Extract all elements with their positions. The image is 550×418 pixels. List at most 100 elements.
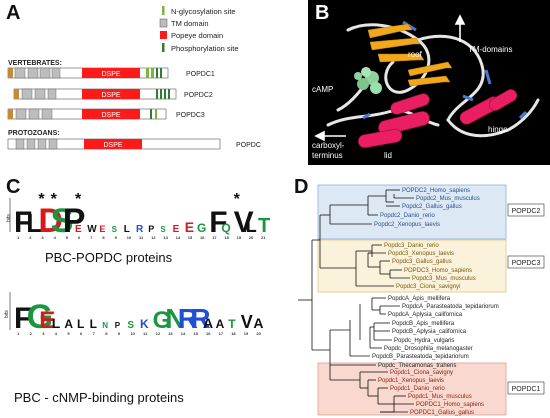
tree-leaf-label: Popdc2_Danio_rerio [380,213,435,219]
logo2-position: 7 [93,331,96,336]
logo1-position: 1 [17,235,20,240]
tree-leaf-label: PopdcB_Aplysia_californica [392,329,467,335]
logo2-position: 1 [17,331,20,336]
logo1-letter: Q [221,221,230,235]
vertebrates-label: VERTEBRATES: [8,60,62,67]
logo2-letter: A [203,315,213,331]
group-label-popdc1: POPDC1 [512,386,541,393]
logo2-position: 15 [193,331,198,336]
logo1-position: 8 [102,235,105,240]
tree-leaf-label: Popdc1_Danio_rerio [390,386,445,392]
legend-label-tm: TM domain [171,19,209,28]
logo2-position: 14 [181,331,186,336]
logo1-position: 16 [200,235,205,240]
helix-lid [358,93,430,148]
logo1-letter: W [87,224,97,235]
panel-b-letter: B [315,2,330,24]
logo1-caption: PBC-POPDC proteins [45,250,173,265]
tree-leaf-label: Popdc1_Ciona_savigny [390,370,453,376]
legend-label-glyco: N-glycosylation site [171,7,236,16]
domain-label: DSPE [103,142,122,149]
label-hinge: hinge [488,125,508,134]
logo1-letter: S [51,202,74,240]
helix-hinge [459,89,518,125]
logo2-caption: PBC - cNMP-binding proteins [14,390,184,405]
tree-leaf-label: POPDC3_Homo_sapiens [404,268,472,274]
logo2-position: 19 [244,331,249,336]
tree-leaf-label: PopdcA_Apis_mellifera [388,296,451,302]
logo1-position: 10 [127,235,132,240]
legend-label-phospho: Phosphorylation site [171,44,239,53]
group-label-box-popdc2 [507,203,545,217]
protein-bar-popdc1: DSPE [7,67,169,79]
logo1-letter: L [26,208,42,238]
logo1-letter: D [38,202,63,240]
group-label-popdc2: POPDC2 [512,208,541,215]
logo2-letter: S [127,320,134,331]
tree-leaf-label: POPDC1_Homo_sapiens [416,402,484,408]
logo2-letter: G [27,298,53,336]
logo1-position: 14 [176,235,181,240]
logo2-position: 12 [156,331,161,336]
logo2-position: 11 [143,331,148,336]
logo1-position: 19 [237,235,242,240]
protozoans-label: PROTOZOANS: [8,130,60,137]
logo2-letter: L [90,317,97,331]
tree-leaf-label: Popdc3_Xenopus_laevis [388,251,454,257]
logo1-position: 7 [90,235,93,240]
logo1-position: 18 [224,235,229,240]
logo1-letter: G [197,221,206,235]
tree-leaf-label: Popdc3_Gallus_gallus [392,259,452,265]
logo1-position: 13 [163,235,168,240]
logo1-position: 20 [249,235,254,240]
logo2-position: 20 [256,331,261,336]
logo2-letter: N [102,321,108,330]
logo2-position: 9 [118,331,121,336]
logo1-position: 5 [66,235,69,240]
logo1-letter: P [63,202,86,240]
domain-label: DSPE [101,92,120,99]
logo2-letter: V [241,312,253,332]
logo2-position: 5 [67,331,70,336]
tree-leaf-label: Popdc2_Mus_musculus [416,196,480,202]
tree-leaf-label: PopdcB_Apis_mellifera [392,321,455,327]
label-carboxyl-1: carboxyl- [312,141,345,150]
group-box-popdc1 [317,362,507,416]
tree-leaf-label: POPDC1_Gallus_gallus [410,410,474,416]
tree-leaf-label: PopdcA_Parasteatoda_tepidariorum [402,304,499,310]
logo2-letter: E [39,307,55,334]
logo1-position: 15 [188,235,193,240]
logo1-letter: E [173,224,180,235]
logo2-letter: R [178,303,198,334]
logo1-letter: R [136,224,144,235]
conservation-star: * [51,191,58,208]
tree-leaf-label: Popdc3_Ciona_savignyi [396,284,460,290]
logo2-position: 8 [105,331,108,336]
logo2-letter: T [228,317,236,331]
panel-b-structure: roof TM-domains cAMP hinge carboxyl- ter… [308,0,550,165]
label-tm-domains: TM-domains [468,45,512,54]
legend-swatch-popeye [160,31,167,39]
camp-molecule [354,67,382,94]
logo2-position: 13 [168,331,173,336]
logo2-position: 3 [42,331,45,336]
protein-name-popdc1: POPDC1 [186,71,215,78]
panel-c-letter: C [6,176,21,198]
logo1-ylabel: bits [6,214,12,222]
conservation-star: * [234,191,241,208]
tree-leaf-label: Popdc3_Danio_rerio [384,243,439,249]
protein-bar-popdc: DSPE [7,138,221,150]
logo2-position: 2 [30,331,33,336]
protein-bar-popdc2: DSPE [13,88,177,100]
logo1-letter: E [185,219,194,235]
tree-leaf-label: Popdc_Hydra_vulgaris [394,338,454,344]
logo2-letter: R [190,303,210,334]
tree-leaf-label: Popdc_Drosophila_melanogaster [384,346,473,352]
logo1-letter: S [112,225,118,234]
domain-label: DSPE [101,112,120,119]
logo1-position: 9 [115,235,118,240]
logo1-position: 11 [139,235,144,240]
logo2-letter: A [216,317,225,331]
logo1-position: 3 [41,235,44,240]
panel-a-figure: N-glycosylation site TM domain Popeye do… [7,6,261,150]
